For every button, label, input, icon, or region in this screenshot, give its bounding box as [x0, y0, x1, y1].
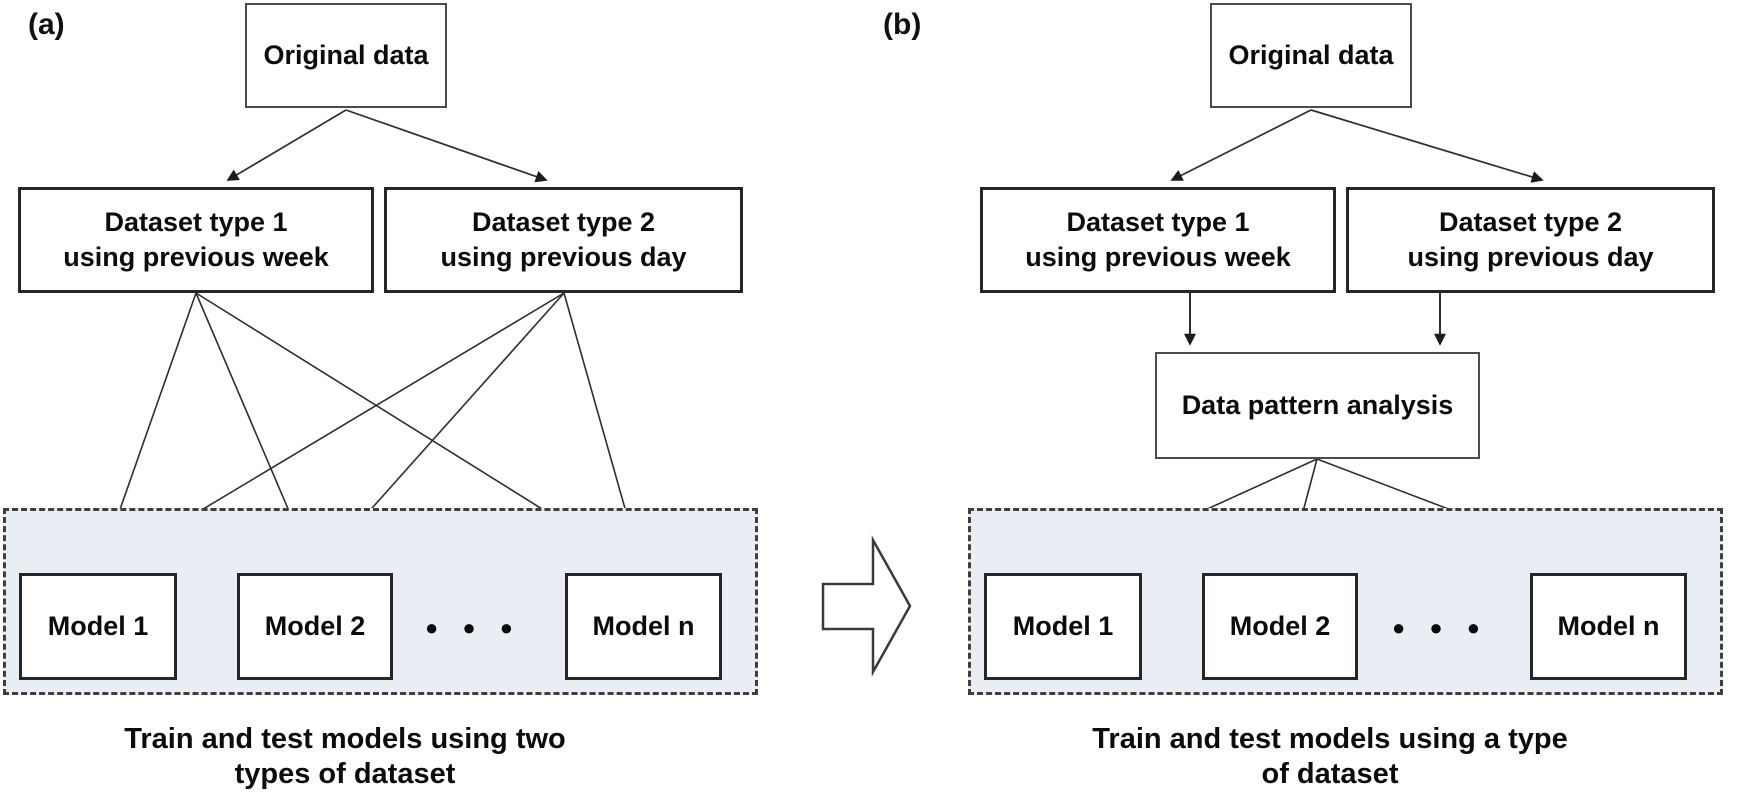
edge-b-original-to-dataset2	[1310, 109, 1544, 183]
a-dataset-type-1-box: Dataset type 1 using previous week	[18, 187, 374, 293]
a-caption-line2: using two types of dataset	[234, 723, 566, 791]
a-model-1-box: Model 1	[19, 573, 177, 680]
b-original-data-box: Original data	[1210, 3, 1412, 108]
a-caption-line1: Train and test models	[124, 723, 423, 755]
a-model-1-text: Model 1	[47, 611, 149, 642]
b-data-pattern-analysis-box: Data pattern analysis	[1155, 352, 1480, 459]
b-dataset1-line2: using previous week	[1025, 242, 1291, 272]
transition-arrow-icon	[821, 535, 912, 677]
a-dataset1-line2: using previous week	[63, 242, 329, 272]
b-caption-line1: Train and test models	[1092, 723, 1391, 755]
b-analysis-text: Data pattern analysis	[1181, 390, 1454, 421]
b-dataset2-line1: Dataset type 2	[1438, 207, 1623, 238]
edge-a-original-to-dataset1	[226, 109, 347, 181]
edge-a-original-to-dataset2	[345, 109, 548, 183]
b-model-n-text: Model n	[1557, 611, 1660, 642]
a-ellipsis-icon: ● ● ●	[425, 615, 514, 640]
a-model-n-text: Model n	[592, 611, 695, 642]
panel-b-label: (b)	[883, 8, 922, 41]
a-dataset-type-2-box: Dataset type 2 using previous day	[384, 187, 743, 293]
b-dataset-type-2-box: Dataset type 2 using previous day	[1346, 187, 1715, 293]
a-original-data-box: Original data	[245, 3, 447, 108]
a-model-n-box: Model n	[565, 573, 722, 680]
a-model-2-text: Model 2	[264, 611, 366, 642]
b-model-n-box: Model n	[1530, 573, 1687, 680]
b-caption-line2: using a type of dataset	[1261, 723, 1568, 791]
panel-a-label: (a)	[28, 8, 65, 41]
edge-b-original-to-dataset1	[1170, 109, 1312, 181]
b-dataset-type-1-box: Dataset type 1 using previous week	[980, 187, 1336, 293]
a-original-data-text: Original data	[263, 40, 429, 71]
b-dataset2-line2: using previous day	[1407, 242, 1654, 272]
a-dataset2-line1: Dataset type 2	[471, 207, 656, 238]
b-model-1-text: Model 1	[1012, 611, 1114, 642]
b-model-2-box: Model 2	[1202, 573, 1358, 680]
a-dataset1-line1: Dataset type 1	[104, 207, 288, 238]
b-original-data-text: Original data	[1228, 40, 1394, 71]
a-caption: Train and test models using two types of…	[95, 722, 595, 793]
a-model-2-box: Model 2	[237, 573, 393, 680]
b-ellipsis-icon: ● ● ●	[1392, 615, 1481, 640]
b-model-1-box: Model 1	[984, 573, 1142, 680]
b-dataset1-line1: Dataset type 1	[1066, 207, 1250, 238]
b-caption: Train and test models using a type of da…	[1080, 722, 1580, 793]
a-dataset2-line2: using previous day	[440, 242, 687, 272]
b-model-2-text: Model 2	[1229, 611, 1331, 642]
